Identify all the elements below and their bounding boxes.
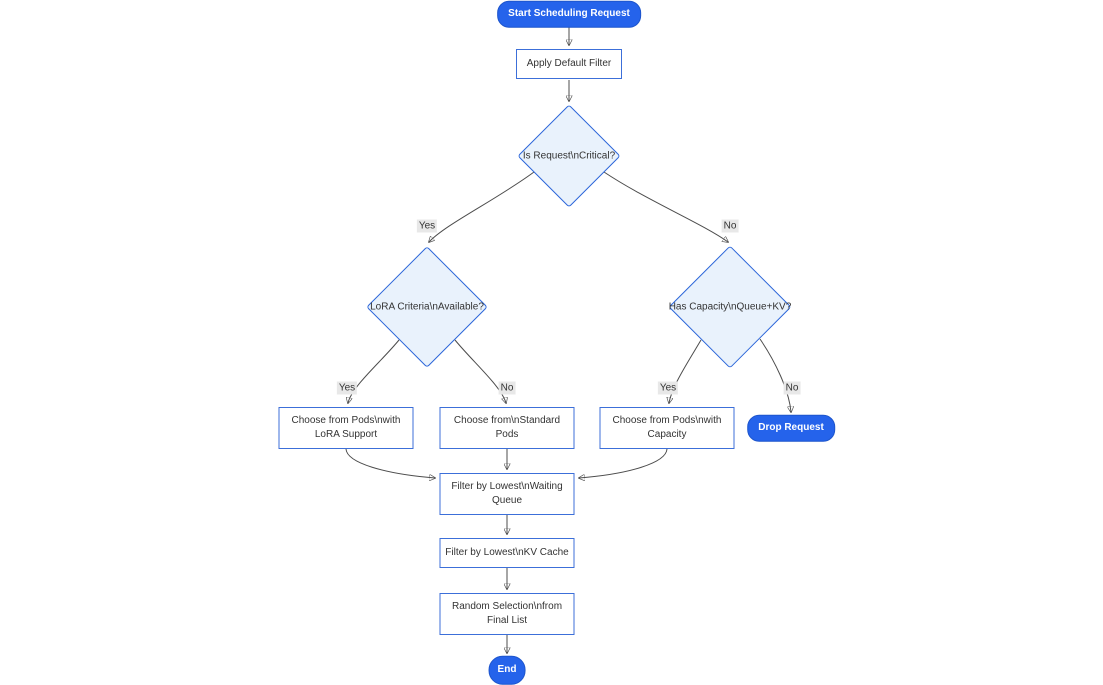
edge-choose-capacity-to-filter-queue [579,448,668,478]
edge-capacity-no-to-drop [759,338,791,412]
node-start: Start Scheduling Request [497,0,641,28]
node-filter-waiting-queue: Filter by Lowest\nWaiting Queue [439,473,575,515]
node-has-capacity-label: Has Capacity\nQueue+KV? [668,301,792,313]
edge-label-critical-no: No [721,219,739,233]
edge-is-critical-yes-to-lora [429,171,535,242]
edge-choose-lora-to-filter-queue [345,448,435,478]
edge-lora-yes-to-choose-lora [348,339,400,403]
edge-is-critical-no-to-capacity [603,171,728,242]
node-choose-standard-pods: Choose from\nStandard Pods [439,407,575,449]
edge-lora-no-to-choose-standard [454,339,506,403]
node-filter-kv-cache: Filter by Lowest\nKV Cache [439,538,575,568]
edge-label-lora-yes: Yes [336,381,358,395]
node-choose-capacity-pods: Choose from Pods\nwith Capacity [599,407,735,449]
node-random-selection: Random Selection\nfrom Final List [439,593,575,635]
node-end: End [488,655,526,685]
node-lora-criteria-label: LoRA Criteria\nAvailable? [370,301,484,313]
edge-label-critical-yes: Yes [416,219,438,233]
edge-label-capacity-no: No [783,381,801,395]
edge-label-capacity-yes: Yes [657,381,679,395]
node-apply-default-filter: Apply Default Filter [516,49,622,79]
node-is-critical-label: Is Request\nCritical? [522,150,616,162]
edge-label-lora-no: No [498,381,516,395]
node-drop-request: Drop Request [747,414,835,442]
edge-capacity-yes-to-choose-capacity [669,339,702,403]
node-choose-lora-pods: Choose from Pods\nwith LoRA Support [278,407,414,449]
